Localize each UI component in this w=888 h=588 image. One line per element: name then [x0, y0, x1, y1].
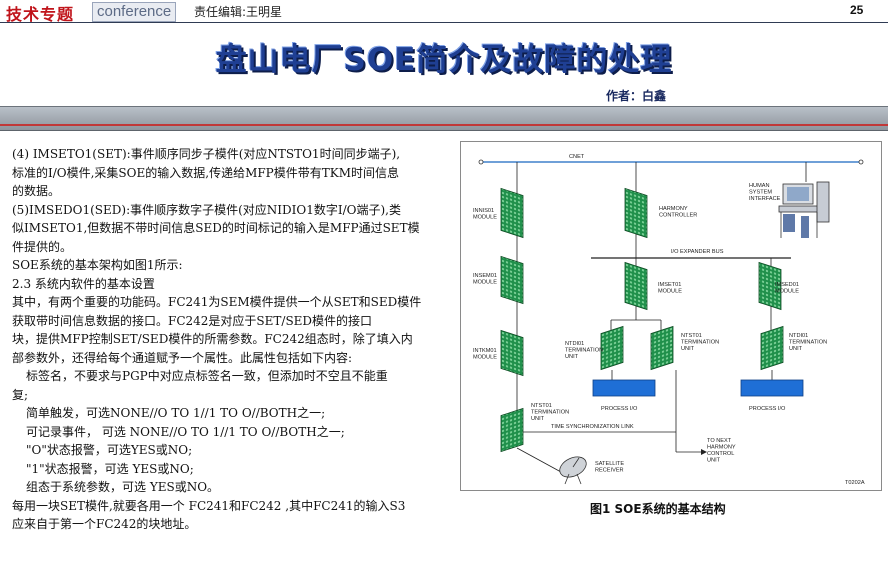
editor-credit: 责任编辑:王明星	[194, 5, 283, 19]
body-line: 每用一块SET模件,就要各用一个 FC241和FC242 ,其中FC241的输入…	[12, 498, 406, 513]
header-rule	[0, 22, 888, 23]
body-line: "O"状态报警，可选YES或NO;	[26, 443, 193, 457]
body-line: 标签名，不要求与PGP中对应点标签名一致，但添加时不空且不能重	[26, 369, 388, 383]
body-line: 获取带时间信息数据的接口。FC242是对应于SET/SED模件的接口	[12, 313, 373, 328]
body-line: 似IMSETO1,但数据不带时间信息SED的时间标记的输入是MFP通过SET模	[12, 221, 420, 235]
figure-code: T0202A	[845, 480, 865, 486]
article-title: 盘山电厂SOE简介及故障的处理	[215, 42, 673, 78]
ntst-termination-middle	[650, 325, 674, 371]
body-line: SOE系统的基本架构如图1所示:	[12, 258, 183, 272]
body-line: 标准的I/O模件,采集SOE的输入数据,传递给MFP模件带有TKM时间信息	[12, 165, 400, 180]
innis-module-board	[500, 187, 524, 239]
body-line: 块，提供MFP控制SET/SED模件的所需参数。FC242组态时，除了填入内	[12, 332, 413, 346]
satellite-dish-icon	[559, 456, 587, 485]
page-number: 25	[850, 3, 864, 17]
sync-link-label: TIME SYNCHRONIZATION LINK	[551, 424, 634, 430]
article-author: 作者：白鑫	[606, 89, 667, 103]
ntdi-termination-right	[760, 325, 784, 371]
body-line: 件提供的。	[12, 239, 73, 254]
imsed-module-board	[758, 261, 782, 311]
body-line: 复;	[12, 387, 29, 402]
human-system-interface-icon	[778, 181, 830, 238]
body-line: 部参数外，还得给每个通道赋予一个属性。此属性包括如下内容:	[12, 350, 353, 365]
ntst-termination-bottom	[500, 407, 524, 453]
body-line: 其中，有两个重要的功能码。FC241为SEM模件提供一个从SET和SED模件	[12, 295, 422, 309]
body-line: 应来自于第一个FC242的块地址。	[12, 517, 197, 531]
process-io-right-label: PROCESS I/O	[749, 406, 786, 412]
process-io-left	[592, 379, 656, 397]
section-brand-en: conference	[92, 2, 177, 22]
imset-module-board	[624, 261, 648, 311]
body-line: 的数据。	[12, 184, 61, 198]
process-io-left-label: PROCESS I/O	[601, 406, 638, 412]
body-line: 组态于系统参数，可选 YES或NO。	[26, 480, 220, 494]
figure-caption: 图1 SOE系统的基本结构	[590, 502, 726, 516]
body-line: "1"状态报警，可选 YES或NO;	[26, 461, 194, 476]
process-io-right	[740, 379, 804, 397]
cnet-label: CNET	[569, 154, 585, 160]
section-brand: 技术专题	[6, 5, 75, 24]
title-band	[0, 106, 888, 131]
ntdi-termination-left	[600, 325, 624, 371]
title-band-accent	[0, 124, 888, 126]
body-line: 简单触发，可选NONE//O TO 1//1 TO O//BOTH之一;	[26, 406, 326, 420]
harmony-controller-board	[624, 187, 648, 239]
insem-module-board	[500, 255, 524, 305]
section-heading: 2.3 系统内软件的基本设置	[12, 276, 155, 291]
body-line: (5)IMSEDO1(SED):事件顺序数字子模件(对应NIDIO1数字I/O端…	[12, 202, 401, 217]
article-body: (4) IMSETO1(SET):事件顺序同步子模件(对应NTSTO1时间同步端…	[12, 145, 440, 534]
body-line: 可记录事件， 可选 NONE//O TO 1//1 TO O//BOTH之一;	[26, 424, 345, 439]
io-bus-label: I/O EXPANDER BUS	[671, 249, 724, 255]
intkm-module-board	[500, 329, 524, 377]
body-line: (4) IMSETO1(SET):事件顺序同步子模件(对应NTSTO1时间同步端…	[12, 147, 401, 161]
page-header: 技术专题 conference 责任编辑:王明星 25	[0, 0, 888, 24]
